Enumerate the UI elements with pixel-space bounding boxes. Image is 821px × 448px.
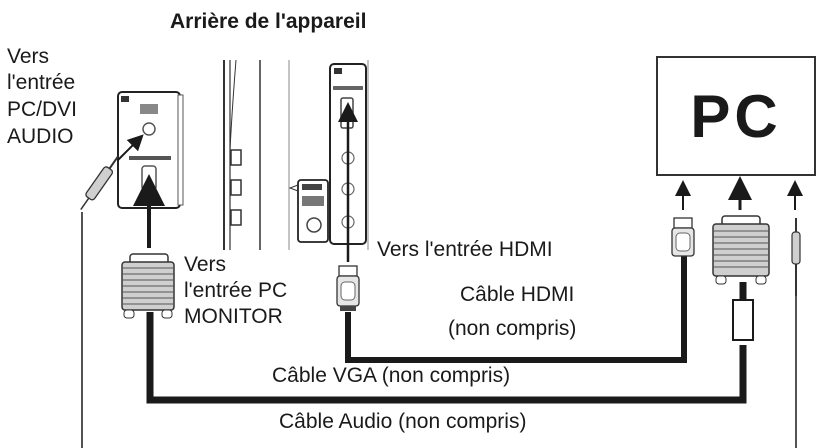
vga-port-icon xyxy=(141,165,157,191)
pc-box: PC xyxy=(656,56,816,176)
hdmi-cable xyxy=(338,102,687,363)
device-profile xyxy=(223,59,369,250)
device-right-panel xyxy=(288,63,367,245)
pc-monitor-label-3: MONITOR xyxy=(184,305,283,328)
vga-cable-label: Câble VGA (non compris) xyxy=(272,364,511,387)
audio-cable xyxy=(81,212,797,448)
audio-input-label-1: Vers xyxy=(7,45,50,68)
pc-arrows xyxy=(675,176,803,210)
audio-jack-device xyxy=(80,155,119,211)
pc-monitor-label-1: Vers xyxy=(184,253,227,276)
vga-connector-device xyxy=(121,253,175,319)
hdmi-connector-pc xyxy=(671,217,695,257)
pc-monitor-label-2: l'entrée PC xyxy=(184,279,288,302)
hdmi-cable-label: Câble HDMI xyxy=(460,283,575,306)
audio-port-icon xyxy=(142,122,156,136)
audio-cable-label: Câble Audio (non compris) xyxy=(279,410,527,433)
hdmi-cable-note: (non compris) xyxy=(448,317,577,340)
audio-input-arrow xyxy=(117,134,144,161)
audio-input-label-3: PC/DVI xyxy=(7,98,78,121)
audio-jack-pc xyxy=(791,218,801,296)
vga-connector-pc xyxy=(712,215,770,285)
audio-input-label-4: AUDIO xyxy=(7,125,74,148)
vga-cable xyxy=(133,174,754,404)
ferrite-core-icon xyxy=(732,299,754,341)
hdmi-input-label: Vers l'entrée HDMI xyxy=(377,238,553,261)
hdmi-connector-device xyxy=(336,265,360,311)
diagram-title: Arrière de l'appareil xyxy=(170,10,367,33)
audio-input-label-2: l'entrée xyxy=(7,71,76,94)
pc-label: PC xyxy=(690,82,782,150)
